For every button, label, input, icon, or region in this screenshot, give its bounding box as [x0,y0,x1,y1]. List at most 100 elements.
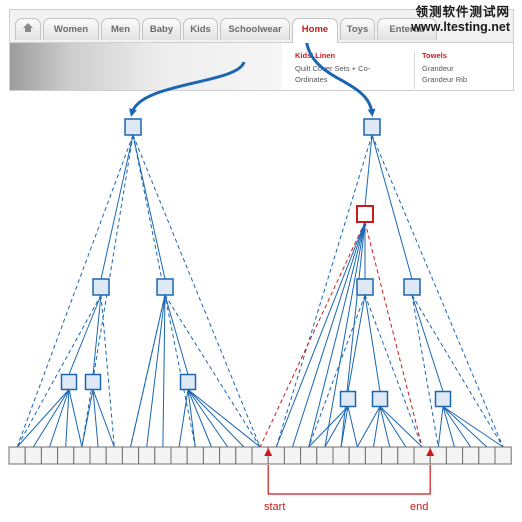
watermark-url: www.ltesting.net [411,20,510,34]
range-bracket [264,448,435,495]
tree-node [60,373,78,391]
array-cell [73,446,91,465]
tab-baby[interactable]: Baby [142,18,181,40]
start-arrow [264,448,273,456]
screenshot-panel: Women Men Baby Kids Schoolwear Home Toys… [9,9,514,91]
watermark-chinese: 领测软件测试网 [415,5,510,19]
tree-node [92,278,110,296]
dashed-edge [275,134,373,448]
tree-edge [308,221,366,448]
dashed-edge [364,221,423,448]
tree-node [434,390,452,408]
tree-edge [324,221,366,448]
tree-nodes [60,118,452,408]
tree-edge [292,221,366,448]
tree-edge [187,389,229,448]
array-cell [8,446,26,465]
tab-men[interactable]: Men [101,18,140,40]
tree-edge [379,406,391,448]
array-cell [316,446,334,465]
tree-edge [373,406,381,448]
tree-edge [68,294,102,375]
tree-edge [364,134,373,207]
dashed-edge [411,294,504,448]
tree-edge [442,406,455,448]
menu-heading-towels[interactable]: Towels [422,51,447,60]
tree-edge [356,406,381,448]
menu-item-grandeur[interactable]: Grandeur [422,64,454,73]
tree-edge [275,221,366,448]
array-cell [24,446,42,465]
dashed-edge [411,294,439,448]
tree-edge [32,389,70,448]
highlighted-node [356,205,374,223]
dashed-edge [16,294,102,448]
tree-edge [442,406,504,448]
dashed-edge [164,294,261,448]
tree-edge [65,389,70,448]
tab-toys[interactable]: Toys [340,18,375,40]
array-cell [219,446,237,465]
tab-kids[interactable]: Kids [183,18,218,40]
end-arrow [426,448,435,456]
banner-image [10,43,282,90]
tree-edge [49,389,70,448]
tree-edge [364,294,381,392]
menu-item-grandeur-rib[interactable]: Grandeur Rib [422,75,468,84]
array-cell [478,446,496,465]
menu-divider [414,51,415,89]
dashed-edge [132,134,261,448]
dashed-edge [259,221,366,448]
menu-item-ordinates[interactable]: Ordinates [295,75,328,84]
tab-entertainment[interactable]: Entertai [377,18,437,40]
array-cell [235,446,253,465]
tree-edge [68,389,83,448]
tab-home[interactable]: Home [292,18,338,43]
array-cell [154,446,172,465]
tree-edge [442,406,488,448]
tree-edge [16,389,70,448]
array-cell [462,446,480,465]
menu-heading-kids-linen[interactable]: Kids' Linen [295,51,336,60]
tree-edges [16,134,504,448]
array-cell [170,446,188,465]
array-cell [283,446,302,465]
tree-edge [130,294,166,448]
tree-edge [146,294,166,448]
array-cell [105,446,123,465]
menu-item-quilt-cover[interactable]: Quilt Cover Sets + Co- [295,64,371,73]
tree-edge [92,389,115,448]
pointer-arrow-right [304,37,376,117]
array-cell [300,446,318,465]
array-cell [202,446,221,465]
tree-edge [379,406,423,448]
array-cell [121,446,140,465]
tree-edge [100,134,134,280]
tree-edge [324,406,349,448]
tree-edge [308,406,349,448]
array-cell [186,446,204,465]
tab-home-icon[interactable] [15,18,41,40]
tree-edge [340,406,349,448]
tree-edge [164,294,189,375]
tree-edge [178,389,189,448]
tree-node [356,278,374,296]
range-bracket-line [267,465,431,495]
array-cell [40,446,59,465]
dashed-edge [81,134,134,448]
array-cell [397,446,415,465]
dashed-edge [100,294,115,448]
tab-schoolwear[interactable]: Schoolwear [220,18,290,40]
tree-node [339,390,357,408]
array-cell [332,446,350,465]
dashed-edge [364,294,423,448]
dashed-edge [308,294,366,448]
tree-edge [162,294,166,448]
array-cell [445,446,464,465]
tree-node [179,373,197,391]
tab-women[interactable]: Women [43,18,99,40]
tree-node [371,390,389,408]
array-cell [57,446,75,465]
tree-edge [371,134,413,280]
